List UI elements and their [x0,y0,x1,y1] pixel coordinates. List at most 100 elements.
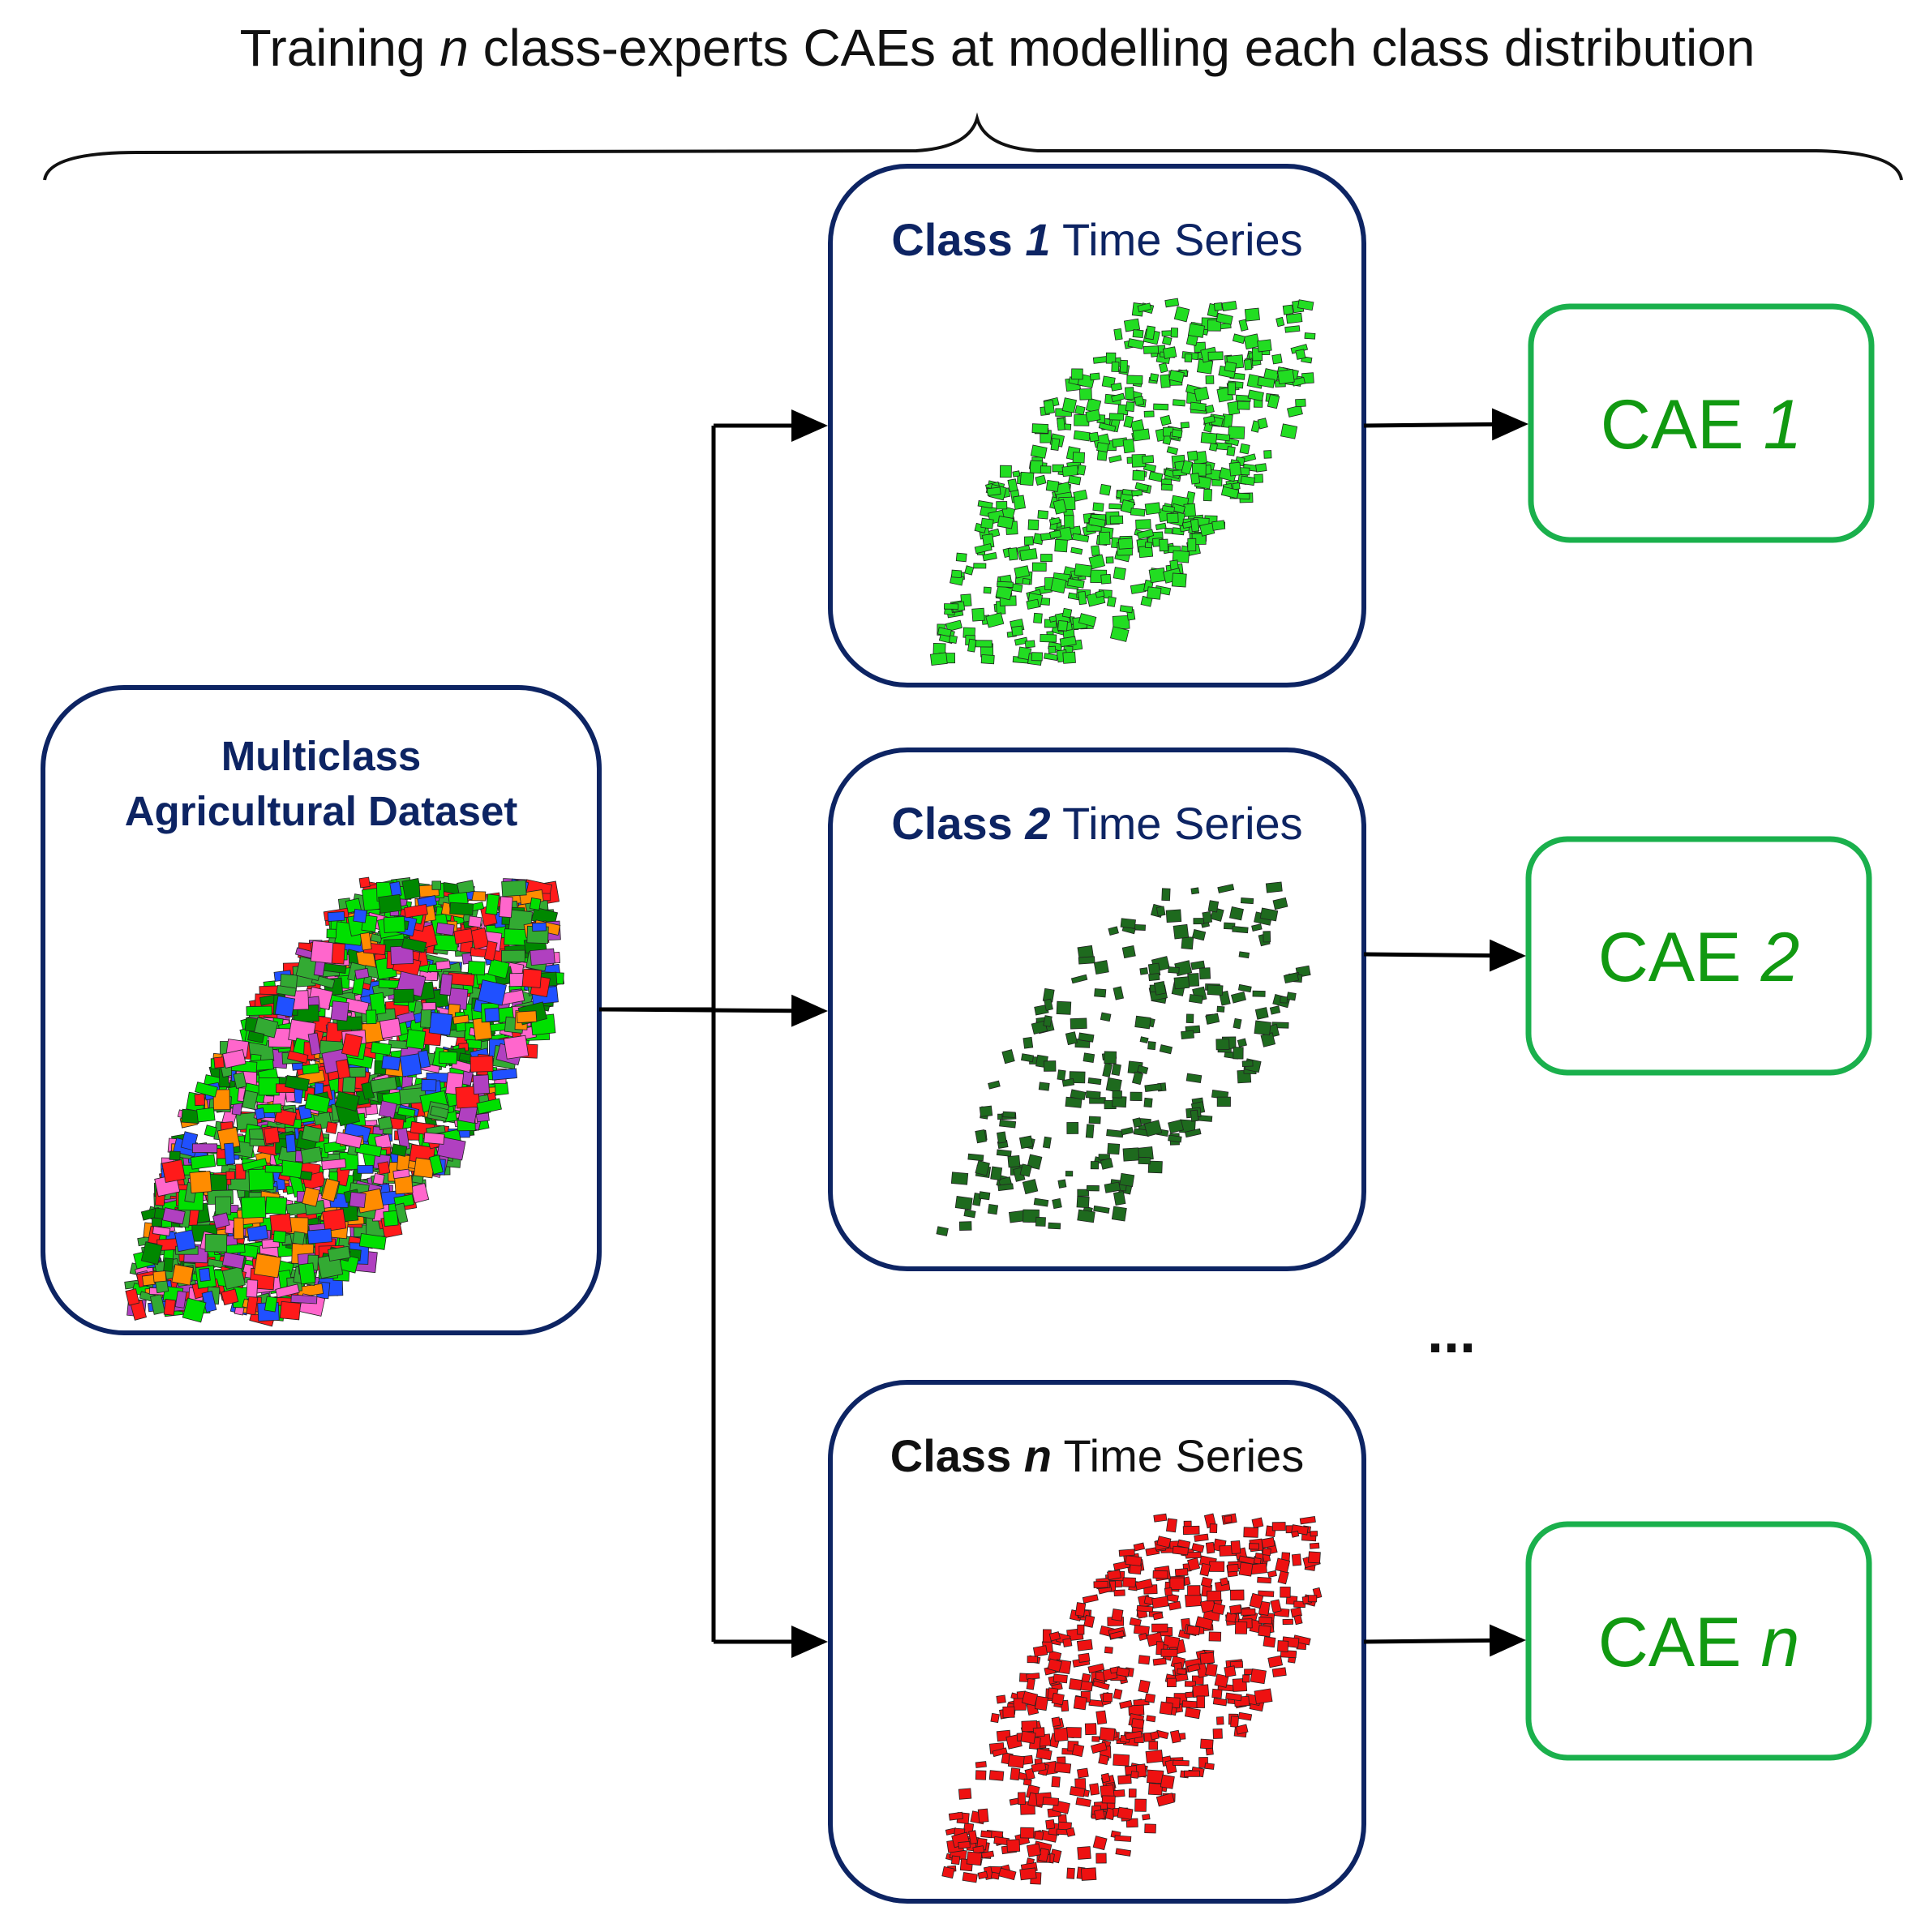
field-parcel [945,619,962,632]
field-parcel [1287,405,1303,418]
field-parcel [225,1171,236,1180]
field-parcel [529,948,555,966]
field-parcel [1168,966,1180,974]
field-parcel [149,1294,165,1315]
field-parcel [1040,554,1053,563]
field-parcel [1146,1715,1156,1723]
field-parcel [1043,1060,1057,1072]
field-parcel [1284,325,1301,333]
field-parcel [142,1274,156,1287]
field-parcel [215,1196,232,1215]
field-parcel [941,1866,955,1879]
field-parcel [1070,546,1083,555]
cae-2-label: CAE 2 [1598,919,1800,996]
field-parcel [1151,1623,1168,1633]
field-parcel [997,1131,1007,1144]
field-parcel [468,915,482,928]
field-parcel [1032,1645,1048,1657]
field-parcel [1111,1063,1121,1077]
field-parcel [1185,1013,1194,1024]
field-parcel [1183,503,1197,517]
class-1-label: Class 1 Time Series [891,214,1302,265]
field-parcel [301,1125,323,1143]
input-dataset-title-line1: Multiclass [221,733,422,779]
field-parcel [1112,1090,1122,1099]
field-parcel [1194,386,1210,402]
field-parcel [422,1002,436,1011]
field-parcel [975,1770,987,1780]
field-parcel [1228,906,1244,921]
field-parcel [1292,376,1305,387]
field-parcel [980,1830,993,1839]
field-parcel [975,1129,987,1144]
field-parcel [1150,1731,1160,1741]
field-parcel [1229,1604,1242,1615]
field-parcel [1053,1673,1068,1684]
field-parcel [452,1014,469,1025]
field-parcel [1057,1179,1067,1189]
field-parcel [975,1761,987,1768]
field-parcel [1002,1111,1016,1118]
field-parcel [1161,888,1171,902]
field-parcel [1083,1052,1095,1064]
field-parcel [1205,375,1215,384]
field-parcel [1125,387,1134,401]
field-parcel [428,1012,453,1036]
field-parcel [1213,302,1223,311]
field-parcel [1189,993,1203,1005]
field-parcel [1166,512,1179,524]
field-parcel [1271,1522,1286,1531]
field-parcel [1026,598,1040,610]
field-parcel [958,1221,972,1232]
field-parcel [379,1017,402,1039]
field-parcel [221,1288,239,1306]
field-parcel [1133,1624,1150,1636]
field-parcel [285,1075,310,1092]
field-parcel [1019,471,1035,486]
field-parcel [334,1090,360,1112]
field-parcel [1098,531,1111,546]
field-parcel [1166,1677,1177,1688]
field-parcel [1089,372,1100,381]
field-parcel [1148,973,1160,982]
field-parcel [1221,300,1237,311]
field-parcel [1134,396,1145,406]
field-parcel [1132,1117,1143,1129]
field-parcel [996,1694,1006,1704]
field-parcel [1152,1570,1168,1579]
field-parcel [1148,1741,1159,1750]
field-parcel [1027,1656,1039,1664]
field-parcel [1108,503,1122,510]
field-parcel [342,1076,356,1094]
field-parcel [353,908,367,923]
field-parcel [1086,1184,1100,1192]
field-parcel [1258,1616,1273,1625]
field-parcel [1254,473,1263,483]
field-parcel [1243,1527,1259,1538]
field-parcel [1106,1129,1124,1138]
field-parcel [394,1202,409,1224]
field-parcel [1080,1867,1097,1881]
field-parcel [434,934,459,952]
field-parcel [1118,1549,1135,1557]
field-parcel [1018,1135,1034,1150]
field-parcel [948,1811,963,1821]
field-parcel [273,1107,298,1127]
field-parcel [1045,1819,1056,1830]
field-parcel [1034,1830,1044,1841]
field-parcel [1257,1576,1271,1584]
field-parcel [1050,438,1061,452]
field-parcel [1073,1695,1087,1711]
field-parcel [1142,455,1155,464]
field-parcel [1250,420,1261,433]
field-parcel [1304,332,1316,340]
field-parcel [978,1191,991,1201]
field-parcel [1171,429,1183,439]
field-parcel [1065,1031,1078,1046]
field-parcel [1297,299,1314,311]
field-parcel [1160,483,1173,491]
field-parcel [1026,1843,1041,1857]
field-parcel [1203,415,1215,425]
field-parcel [1078,590,1087,606]
field-parcel [1121,945,1136,959]
